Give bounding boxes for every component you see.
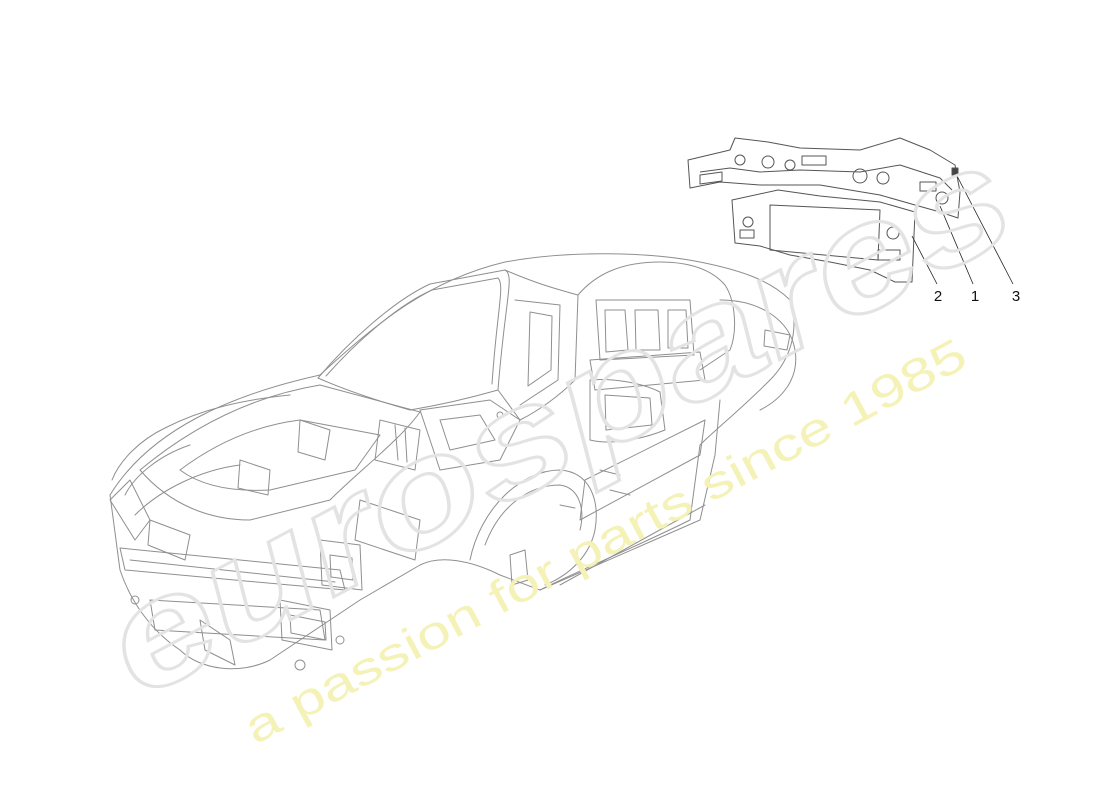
leader-lines [911,173,1014,285]
rear-panel [687,137,961,219]
car-body-shell [109,253,797,671]
front-wheel-arch [469,469,597,586]
rear-wheel-arch [719,299,797,411]
inner-rear-panel [731,189,916,283]
rear-panel-assembly [687,137,961,283]
callout-1: 1 [971,288,979,305]
nose [111,394,291,481]
rear-cabin [577,261,735,371]
watermark: eurospares a passion for parts since 198… [75,109,1040,754]
engine-bay [139,384,421,521]
floor-sill [539,399,721,591]
callout-3: 3 [1012,288,1020,305]
a-pillar [497,269,579,421]
callout-labels: 2 1 3 [934,288,1020,305]
body-outline [109,253,795,670]
fastener [951,167,959,176]
front-crossmember [119,547,346,591]
watermark-logo: eurospares [76,110,1038,728]
callout-2: 2 [934,288,942,305]
